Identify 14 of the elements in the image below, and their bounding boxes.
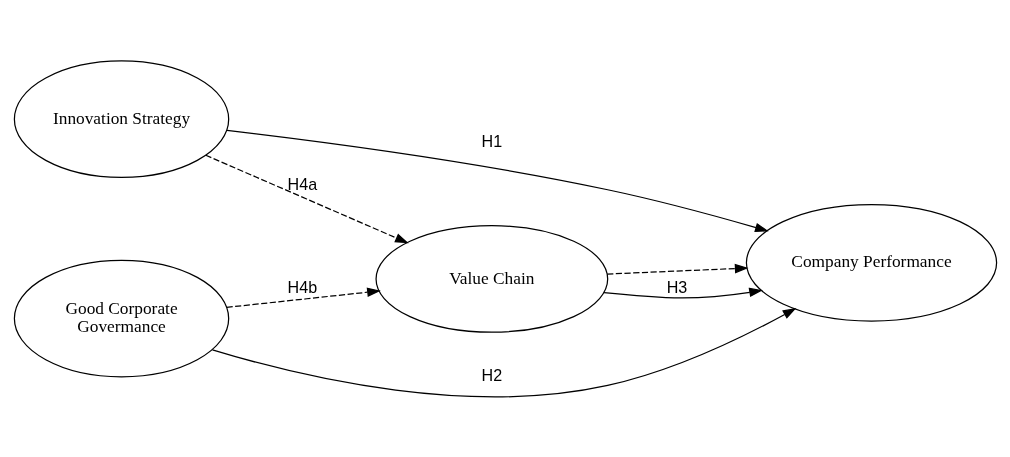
edge-label: H1 <box>481 131 502 150</box>
edge-label: H2 <box>481 365 502 384</box>
arrow <box>602 287 763 299</box>
node-ellipse: Innovation Strategy <box>13 59 229 178</box>
edge-label: H4a <box>287 174 317 193</box>
arrow <box>211 307 796 397</box>
arrow <box>225 287 381 308</box>
edge-label: H4b <box>287 277 317 296</box>
node-ellipse: Value Chain <box>374 224 608 333</box>
arrow <box>204 154 409 243</box>
node-ellipse: Good Corporate Govermance <box>13 259 229 377</box>
arrow <box>606 263 748 275</box>
arrow <box>225 129 769 232</box>
edge-label: H3 <box>666 277 687 296</box>
